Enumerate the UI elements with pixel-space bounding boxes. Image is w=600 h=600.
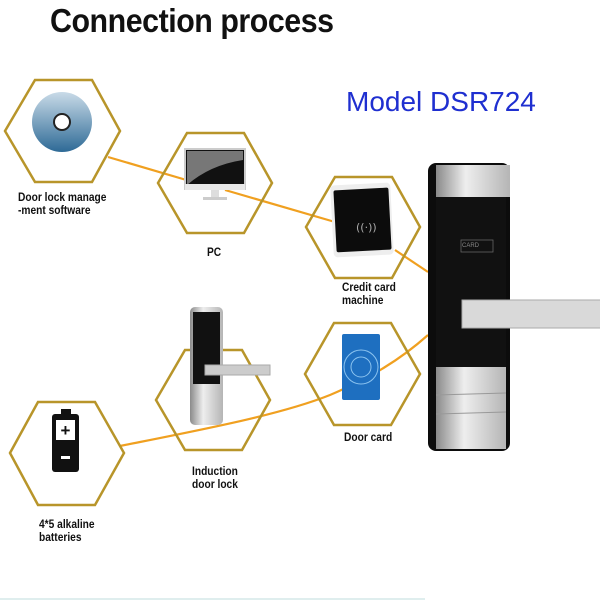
label-line: batteries <box>39 530 82 544</box>
bottom-divider <box>0 598 425 600</box>
label-line: Door lock manage <box>18 190 107 204</box>
model-name: Model DSR724 <box>346 86 536 117</box>
node-label-software: Door lock manage -ment software <box>18 191 106 217</box>
hex-software <box>3 78 122 184</box>
hex-battery <box>8 400 126 507</box>
hex-pc <box>156 131 274 235</box>
node-label-card-machine: Credit card machine <box>342 281 396 307</box>
node-label-door-card: Door card <box>344 431 392 444</box>
battery-icon: + <box>52 409 79 472</box>
label-line: 4*5 alkaline <box>39 517 95 531</box>
node-label-pc: PC <box>207 246 221 259</box>
label-line: Door card <box>344 430 393 444</box>
svg-text:((·)): ((·)) <box>356 221 377 234</box>
cd-disc-icon <box>32 92 92 152</box>
connector-machine-lock <box>394 249 429 273</box>
label-line: machine <box>342 293 384 307</box>
door-lock-icon <box>190 307 271 425</box>
label-line: Credit card <box>342 280 396 294</box>
monitor-icon <box>184 148 246 200</box>
hex-card-machine <box>304 175 422 280</box>
card-reader-icon: ((·)) <box>330 182 394 258</box>
main-door-lock-image <box>428 163 600 451</box>
rfid-card-icon <box>342 334 380 400</box>
node-label-induction-lock: Induction door lock <box>192 465 238 491</box>
label-line: Induction <box>192 464 238 478</box>
label-line: -ment software <box>18 203 91 217</box>
hex-door-card <box>303 321 422 427</box>
label-line: door lock <box>192 477 238 491</box>
page-title: Connection process <box>50 2 334 39</box>
svg-text:+: + <box>61 421 71 440</box>
hex-induction-lock <box>154 348 272 452</box>
label-line: PC <box>207 245 222 259</box>
connector-pc-machine <box>224 188 336 224</box>
node-label-batteries: 4*5 alkaline batteries <box>39 518 95 544</box>
lock-card-label: CARD <box>462 243 480 249</box>
